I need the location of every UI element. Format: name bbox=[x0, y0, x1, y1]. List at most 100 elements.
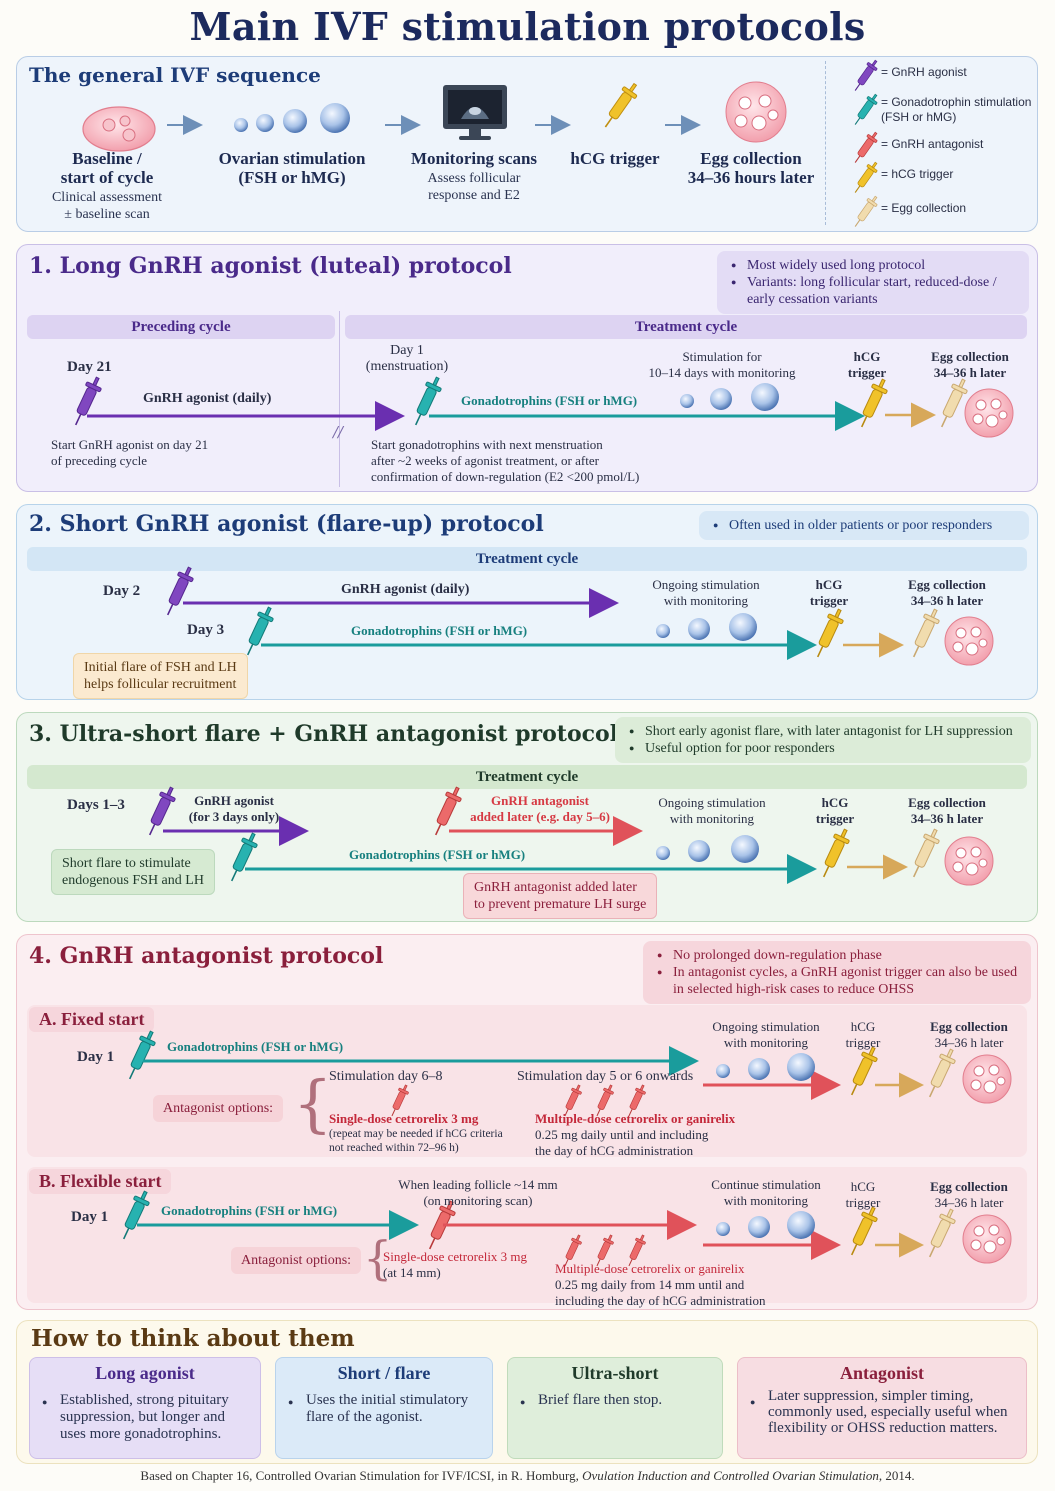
fixed-opt1-head: Stimulation day 6–8 bbox=[329, 1069, 443, 1084]
ultra-hcg-arrow bbox=[847, 854, 908, 880]
short-follicles-icon bbox=[656, 613, 757, 641]
antagonist-protocol-panel: 4. GnRH antagonist protocol No prolonged… bbox=[16, 934, 1038, 1310]
flexible-hcg-arrow bbox=[875, 1232, 924, 1258]
fixed-day1: Day 1 bbox=[77, 1049, 115, 1065]
fixed-red-arrow bbox=[703, 1070, 841, 1100]
ultra-agonist-arrow bbox=[163, 816, 309, 846]
step-baseline: Baseline / start of cycle Clinical asses… bbox=[51, 149, 163, 222]
general-title: The general IVF sequence bbox=[29, 63, 321, 87]
antag-title: 4. GnRH antagonist protocol bbox=[29, 943, 384, 969]
card-antagonist: Antagonist Later suppression, simpler ti… bbox=[737, 1357, 1027, 1459]
syringe-red-icon bbox=[850, 129, 882, 167]
short-hcg-arrow bbox=[843, 632, 904, 658]
syringe-purple-icon bbox=[850, 57, 882, 95]
long-notes: Most widely used long protocol Variants:… bbox=[717, 251, 1029, 314]
step-egg: Egg collection 34–36 hours later bbox=[687, 149, 815, 187]
stimulation-follicles-icon bbox=[234, 103, 350, 133]
legend-egg: = Egg collection bbox=[847, 193, 1047, 233]
page-title: Main IVF stimulation protocols bbox=[189, 4, 866, 49]
legend-hcg: = hCG trigger bbox=[847, 159, 1047, 199]
flexible-title: B. Flexible start bbox=[29, 1169, 172, 1194]
hcg-trigger-icon bbox=[598, 79, 643, 133]
short-agonist-label: GnRH agonist (daily) bbox=[341, 582, 470, 597]
long-agonist-label: GnRH agonist (daily) bbox=[143, 391, 272, 406]
long-gonad-label: Gonadotrophins (FSH or hMG) bbox=[461, 393, 638, 408]
ultra-protocol-panel: 3. Ultra-short flare + GnRH antagonist p… bbox=[16, 712, 1038, 922]
needle-cream-icon bbox=[850, 193, 882, 231]
long-gonad-arrow bbox=[429, 401, 865, 431]
flexible-red-arrow-2 bbox=[703, 1230, 841, 1260]
long-egg-icon bbox=[964, 388, 1014, 438]
ultra-gonad-label: Gonadotrophins (FSH or hMG) bbox=[349, 847, 526, 862]
short-egg-needle-icon bbox=[905, 605, 944, 662]
fixed-options-label: Antagonist options: bbox=[153, 1095, 284, 1122]
long-hcg-syringe-icon bbox=[853, 375, 892, 432]
legend-agonist: = GnRH agonist bbox=[847, 57, 1047, 97]
short-day2: Day 2 bbox=[103, 583, 141, 599]
ultrasound-monitor-icon bbox=[443, 85, 507, 140]
legend-antagonist: = GnRH antagonist bbox=[847, 129, 1047, 169]
sequence-arrow-2 bbox=[385, 115, 421, 135]
long-protocol-panel: 1. Long GnRH agonist (luteal) protocol M… bbox=[16, 244, 1038, 492]
short-protocol-panel: 2. Short GnRH agonist (flare-up) protoco… bbox=[16, 504, 1038, 700]
short-agonist-arrow bbox=[183, 588, 619, 618]
preceding-cycle-bar: Preceding cycle bbox=[27, 315, 335, 339]
flexible-lead-label: When leading follicle ~14 mm(on monitori… bbox=[398, 1177, 558, 1208]
legend-divider bbox=[825, 61, 826, 225]
sequence-arrow-3 bbox=[535, 115, 571, 135]
egg-collection-icon bbox=[725, 81, 787, 143]
fixed-gonad-label: Gonadotrophins (FSH or hMG) bbox=[167, 1039, 344, 1054]
long-break-mark: // bbox=[333, 423, 344, 441]
sequence-arrow-4 bbox=[665, 115, 701, 135]
fixed-hcg-arrow bbox=[875, 1072, 924, 1098]
treatment-cycle-bar: Treatment cycle bbox=[345, 315, 1027, 339]
ultra-title: 3. Ultra-short flare + GnRH antagonist p… bbox=[29, 721, 619, 747]
antag-notes: No prolonged down-regulation phaseIn ant… bbox=[643, 941, 1031, 1004]
long-hcg-arrow bbox=[885, 402, 936, 428]
ultra-egg-icon bbox=[944, 836, 994, 886]
short-egg-icon bbox=[944, 616, 994, 666]
fixed-gonad-arrow bbox=[143, 1046, 699, 1076]
fixed-opt1-text: Single-dose cetrorelix 3 mg(repeat may b… bbox=[329, 1111, 503, 1154]
short-hcg-syringe-icon bbox=[809, 605, 848, 662]
ultra-days: Days 1–3 bbox=[67, 797, 125, 813]
long-agonist-arrow bbox=[87, 401, 405, 431]
fixed-egg-needle-icon bbox=[921, 1045, 960, 1102]
flexible-day1: Day 1 bbox=[71, 1209, 109, 1225]
think-panel: How to think about them Long agonist Est… bbox=[16, 1320, 1038, 1464]
ultra-gonad-arrow bbox=[245, 854, 817, 884]
fixed-title: A. Fixed start bbox=[29, 1007, 155, 1032]
short-note: Often used in older patients or poor res… bbox=[699, 511, 1029, 540]
long-day21: Day 21 bbox=[67, 359, 112, 375]
syringe-yellow-icon bbox=[850, 159, 882, 197]
think-title: How to think about them bbox=[31, 1325, 355, 1352]
flexible-egg-needle-icon bbox=[921, 1205, 960, 1262]
ultra-egg-needle-icon bbox=[905, 825, 944, 882]
ultra-hcg-syringe-icon bbox=[815, 825, 854, 882]
ultra-notes: Short early agonist flare, with later an… bbox=[615, 717, 1031, 763]
card-short-flare: Short / flare Uses the initial stimulato… bbox=[275, 1357, 493, 1459]
short-gonad-arrow bbox=[261, 630, 817, 660]
cycle-divider bbox=[339, 311, 340, 487]
step-stimulation: Ovarian stimulation (FSH or hMG) bbox=[218, 149, 366, 187]
baseline-ovary-icon bbox=[82, 106, 156, 152]
step-hcg: hCG trigger bbox=[570, 149, 660, 168]
